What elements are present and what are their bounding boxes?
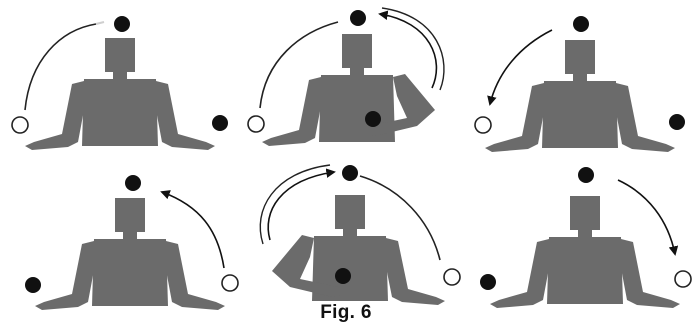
juggler-figure bbox=[35, 198, 225, 310]
panel-6 bbox=[480, 167, 692, 308]
ball-filled-icon bbox=[342, 165, 358, 181]
panel-4 bbox=[25, 175, 239, 310]
ball-filled-icon bbox=[25, 277, 41, 293]
arrow-trace-outline bbox=[381, 7, 445, 91]
panel-3 bbox=[474, 16, 685, 152]
ball-open-icon bbox=[11, 116, 29, 134]
arrow-trace-outline bbox=[259, 164, 331, 245]
faded-arc-trace bbox=[95, 21, 105, 25]
ball-open-icon bbox=[674, 270, 692, 288]
arrow-up-over-icon bbox=[378, 10, 438, 89]
ball-filled-icon bbox=[578, 167, 594, 183]
ball-filled-icon bbox=[480, 274, 496, 290]
juggler-figure bbox=[262, 34, 435, 146]
juggler-figure bbox=[485, 40, 675, 152]
ball-filled-icon bbox=[573, 16, 589, 32]
ball-filled-icon bbox=[350, 10, 366, 26]
ball-open-icon bbox=[247, 115, 265, 133]
arc-line bbox=[259, 21, 339, 109]
panel-5 bbox=[259, 164, 461, 305]
arrow-up-left-icon bbox=[160, 190, 225, 269]
ball-open-icon bbox=[221, 274, 239, 292]
ball-filled-icon bbox=[365, 111, 381, 127]
figure-caption: Fig. 6 bbox=[320, 302, 372, 323]
juggler-figure bbox=[272, 195, 445, 305]
arc-line bbox=[359, 175, 441, 261]
juggler-figure bbox=[490, 196, 680, 308]
arrow-down-left-icon bbox=[487, 29, 553, 106]
juggler-figure bbox=[25, 38, 215, 150]
panel-2 bbox=[247, 7, 445, 146]
ball-filled-icon bbox=[669, 114, 685, 130]
panel-1 bbox=[11, 16, 228, 150]
arrow-up-over-icon bbox=[267, 168, 336, 241]
ball-filled-icon bbox=[335, 268, 351, 284]
ball-filled-icon bbox=[114, 16, 130, 32]
ball-filled-icon bbox=[212, 115, 228, 131]
ball-open-icon bbox=[443, 268, 461, 286]
ball-filled-icon bbox=[125, 175, 141, 191]
faded-arc-trace bbox=[24, 23, 97, 111]
arrow-down-right-icon bbox=[617, 179, 679, 256]
ball-open-icon bbox=[474, 116, 492, 134]
